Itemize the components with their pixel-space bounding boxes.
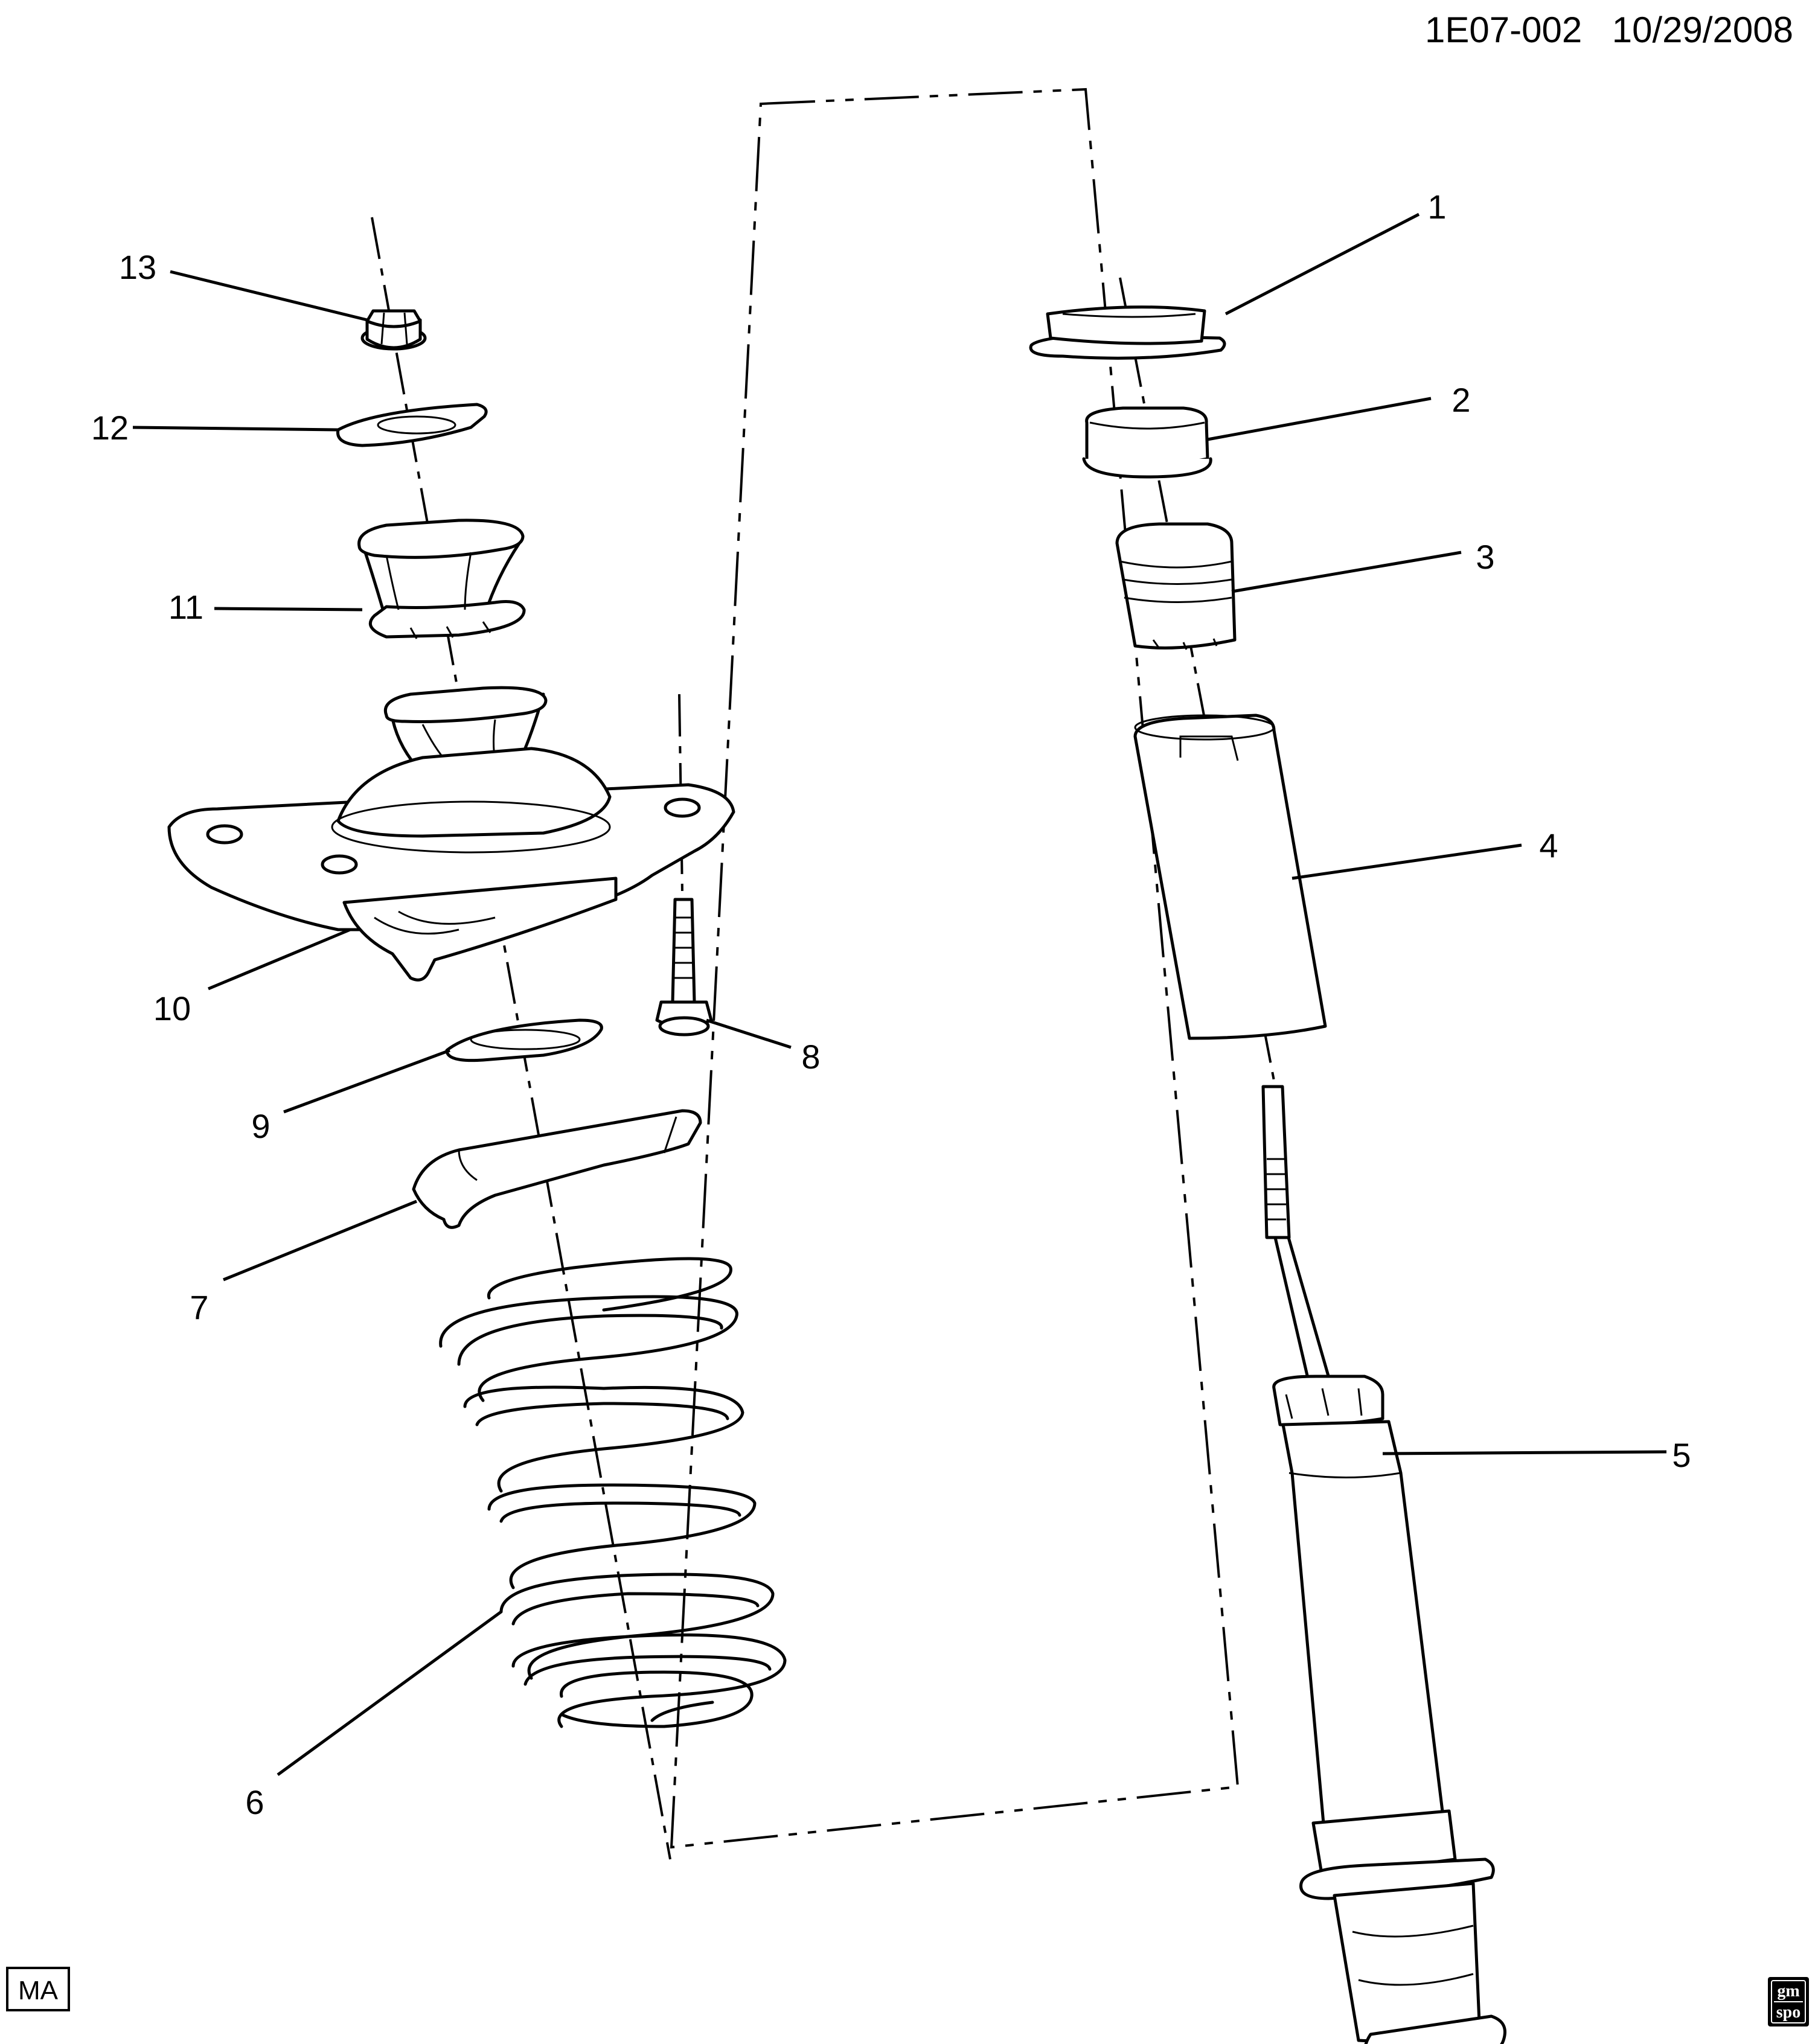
logo-bottom-text: spo bbox=[1776, 2003, 1800, 2022]
part-9-insulator bbox=[445, 1018, 603, 1062]
diagram-id: 1E07-002 bbox=[1425, 10, 1582, 50]
part-8-bolt bbox=[655, 898, 713, 1036]
callout-3: 3 bbox=[1476, 538, 1494, 576]
callout-9: 9 bbox=[251, 1107, 270, 1145]
phantom-assembly-frame bbox=[670, 88, 1240, 1849]
part-3-jounce-bumper bbox=[1115, 522, 1237, 650]
part-7-spring-seat bbox=[412, 1109, 702, 1229]
callout-4: 4 bbox=[1539, 826, 1558, 864]
part-6-coil-spring bbox=[439, 1257, 787, 1728]
part-10-mount bbox=[167, 686, 735, 982]
gm-spo-logo: gm spo bbox=[1768, 1977, 1809, 2026]
callout-13: 13 bbox=[119, 248, 156, 286]
callout-10: 10 bbox=[153, 989, 191, 1027]
part-11-insulator bbox=[357, 519, 526, 639]
callout-8: 8 bbox=[801, 1038, 820, 1076]
callout-6: 6 bbox=[245, 1783, 264, 1821]
corner-badge-text: MA bbox=[18, 1976, 59, 2005]
part-13-nut bbox=[360, 309, 427, 351]
logo-top-text: gm bbox=[1777, 1982, 1799, 2001]
callout-7: 7 bbox=[190, 1288, 208, 1326]
diagram-date: 10/29/2008 bbox=[1612, 10, 1793, 50]
callout-11: 11 bbox=[168, 588, 203, 626]
callout-2: 2 bbox=[1452, 381, 1470, 419]
part-2-bump-stop-cap bbox=[1082, 406, 1212, 479]
callout-1: 1 bbox=[1427, 188, 1446, 226]
corner-badge: MA bbox=[6, 1967, 70, 2011]
callout-5: 5 bbox=[1672, 1436, 1691, 1474]
callout-12: 12 bbox=[91, 409, 129, 447]
part-4-dust-shield bbox=[1133, 714, 1327, 1040]
part-12-washer bbox=[336, 403, 488, 447]
part-5-shock-absorber bbox=[1261, 1085, 1506, 2044]
part-1-upper-washer bbox=[1029, 305, 1226, 360]
leader-lines bbox=[132, 212, 1667, 1777]
